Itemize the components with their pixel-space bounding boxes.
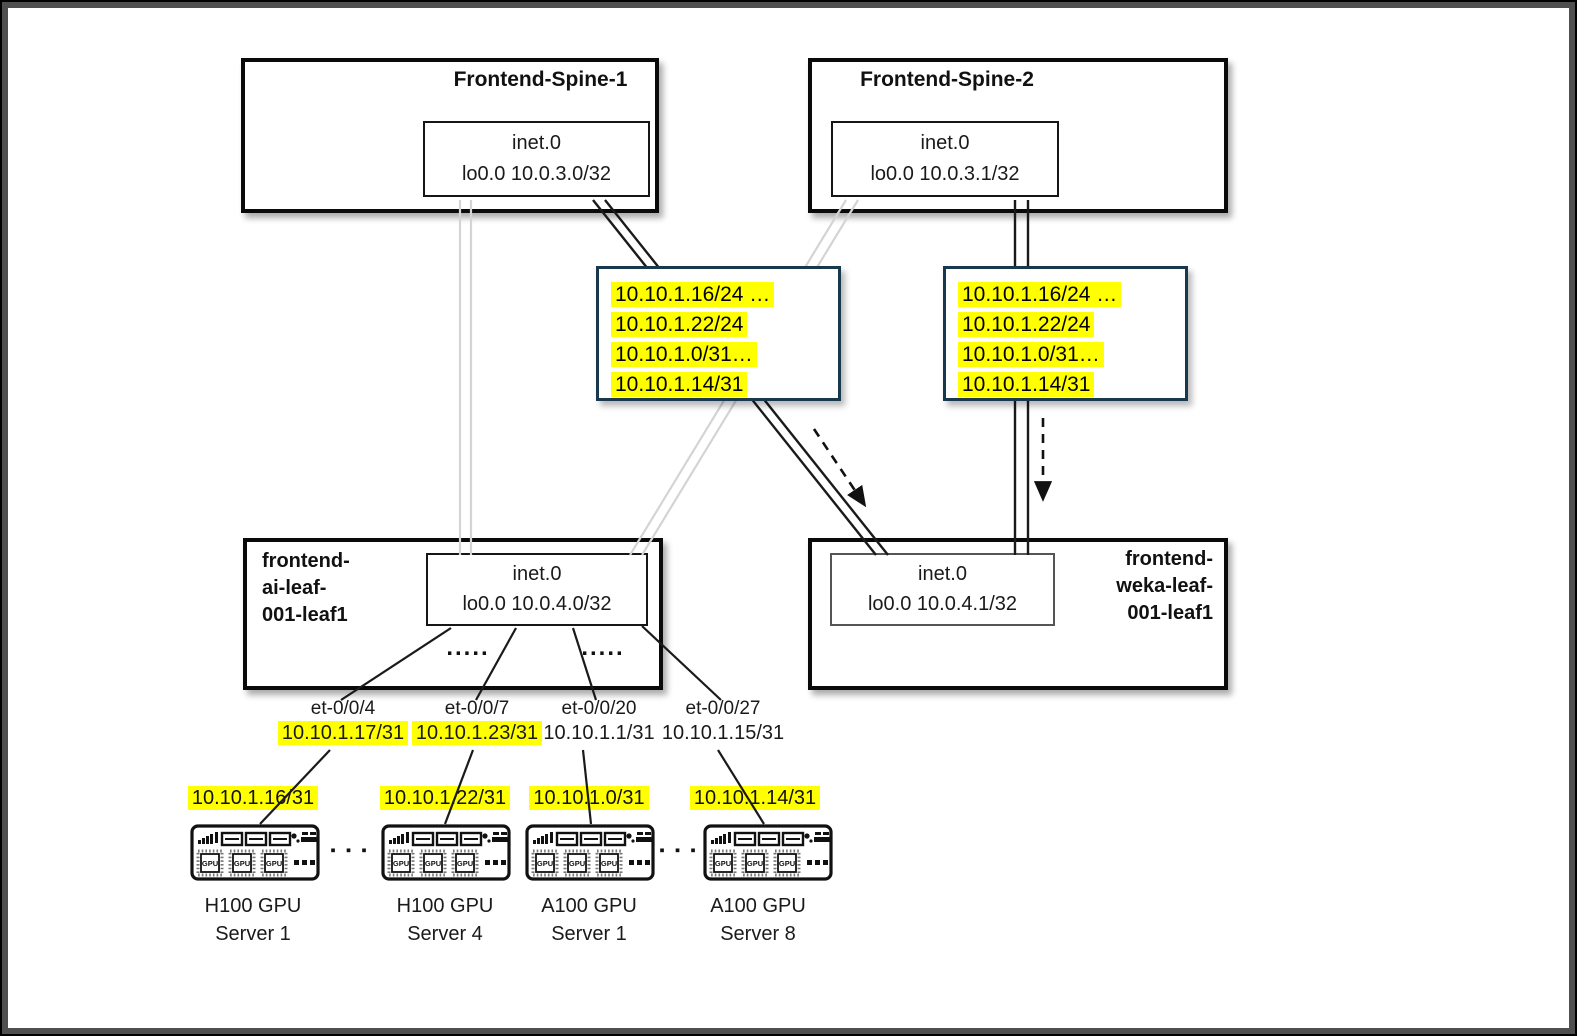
server-name: Server 1 xyxy=(551,923,627,945)
gpu-server-icon xyxy=(381,824,511,881)
port-label-3: et-0/0/20 10.10.1.1/31 xyxy=(504,697,694,746)
gpu-server-icon xyxy=(525,824,655,881)
leaf1-title: frontend- ai-leaf- 001-leaf1 xyxy=(262,548,350,629)
leaf1-ellipsis-right: ..... xyxy=(581,634,625,661)
server-4-caption: A100 GPU Server 8 xyxy=(673,892,843,948)
server-name: Server 1 xyxy=(215,923,291,945)
spine2-title: Frontend-Spine-2 xyxy=(860,68,1034,91)
route-entry: 10.10.1.16/24 … xyxy=(958,282,1122,307)
leaf1-loopback: lo0.0 10.0.4.0/32 xyxy=(462,593,612,615)
port-name: et-0/0/27 xyxy=(685,698,761,719)
leaf1-rib-name: inet.0 xyxy=(512,563,562,585)
port-name: et-0/0/7 xyxy=(444,698,510,719)
port-ip: 10.10.1.17/31 xyxy=(277,721,409,745)
server-ip: 10.10.1.0/31 xyxy=(529,786,649,810)
leaf2-title-line: frontend- xyxy=(1125,548,1213,570)
server-2-caption: H100 GPU Server 4 xyxy=(360,892,530,948)
gpu-server-icon xyxy=(703,824,833,881)
server-model: H100 GPU xyxy=(396,895,494,917)
server-3-caption: A100 GPU Server 1 xyxy=(504,892,674,948)
spine1-rib-name: inet.0 xyxy=(512,132,561,154)
route-advertisement-box-right: 10.10.1.16/24 … 10.10.1.22/24 10.10.1.0/… xyxy=(943,266,1188,401)
leaf1-title-line: 001-leaf1 xyxy=(262,604,348,626)
spine1-title: Frontend-Spine-1 xyxy=(453,68,628,91)
server-model: A100 GPU xyxy=(710,895,806,917)
spine1-loopback: lo0.0 10.0.3.0/32 xyxy=(461,163,611,185)
server-model: A100 GPU xyxy=(541,895,637,917)
route-entry: 10.10.1.16/24 … xyxy=(611,282,775,307)
leaf2-routing-table: inet.0 lo0.0 10.0.4.1/32 xyxy=(830,553,1055,626)
server-2 xyxy=(381,824,511,881)
route-entry: 10.10.1.0/31… xyxy=(958,342,1104,367)
server-ellipsis: ▪ ▪ ▪ xyxy=(330,842,370,859)
server-1-caption: H100 GPU Server 1 xyxy=(168,892,338,948)
leaf2-title-line: 001-leaf1 xyxy=(1127,602,1213,624)
leaf2-title: frontend- weka-leaf- 001-leaf1 xyxy=(1008,546,1213,627)
spine2-loopback: lo0.0 10.0.3.1/32 xyxy=(870,163,1020,185)
port-label-4: et-0/0/27 10.10.1.15/31 xyxy=(628,697,818,746)
server-name: Server 4 xyxy=(407,923,483,945)
leaf1-routing-table: inet.0 lo0.0 10.0.4.0/32 xyxy=(426,553,648,626)
spine1-routing-table: inet.0 lo0.0 10.0.3.0/32 xyxy=(423,121,650,197)
server-model: H100 GPU xyxy=(204,895,302,917)
leaf1-ellipsis-left: ..... xyxy=(446,634,490,661)
leaf1-title-line: ai-leaf- xyxy=(262,577,327,599)
route-entry: 10.10.1.22/24 xyxy=(958,312,1095,337)
server-ellipsis: ▪ ▪ ▪ xyxy=(659,842,699,859)
spine2-rib-name: inet.0 xyxy=(920,132,970,154)
route-entry: 10.10.1.0/31… xyxy=(611,342,757,367)
port-label-1: et-0/0/4 10.10.1.17/31 xyxy=(248,697,438,746)
route-entry: 10.10.1.14/31 xyxy=(611,372,748,397)
server-name: Server 8 xyxy=(720,923,796,945)
spine2-routing-table: inet.0 lo0.0 10.0.3.1/32 xyxy=(831,121,1059,197)
port-ip: 10.10.1.1/31 xyxy=(543,722,655,744)
leaf2-title-line: weka-leaf- xyxy=(1116,575,1213,597)
port-name: et-0/0/20 xyxy=(561,698,637,719)
gpu-server-icon xyxy=(190,824,320,881)
leaf1-title-line: frontend- xyxy=(262,550,350,572)
port-label-2: et-0/0/7 10.10.1.23/31 xyxy=(382,697,572,746)
leaf2-rib-name: inet.0 xyxy=(918,563,967,585)
port-name: et-0/0/4 xyxy=(310,698,376,719)
leaf2-loopback: lo0.0 10.0.4.1/32 xyxy=(867,593,1017,615)
route-entry: 10.10.1.22/24 xyxy=(611,312,748,337)
route-advertisement-box-left: 10.10.1.16/24 … 10.10.1.22/24 10.10.1.0/… xyxy=(596,266,841,401)
route-entry: 10.10.1.14/31 xyxy=(958,372,1095,397)
server-1 xyxy=(190,824,320,881)
port-ip: 10.10.1.23/31 xyxy=(411,721,543,745)
server-ip: 10.10.1.22/31 xyxy=(379,786,511,810)
server-ip: 10.10.1.16/31 xyxy=(187,786,319,810)
server-4 xyxy=(703,824,833,881)
server-ip: 10.10.1.14/31 xyxy=(689,786,821,810)
server-3 xyxy=(525,824,655,881)
port-ip: 10.10.1.15/31 xyxy=(661,722,785,744)
flow-arrow-diagonal xyxy=(812,428,867,508)
